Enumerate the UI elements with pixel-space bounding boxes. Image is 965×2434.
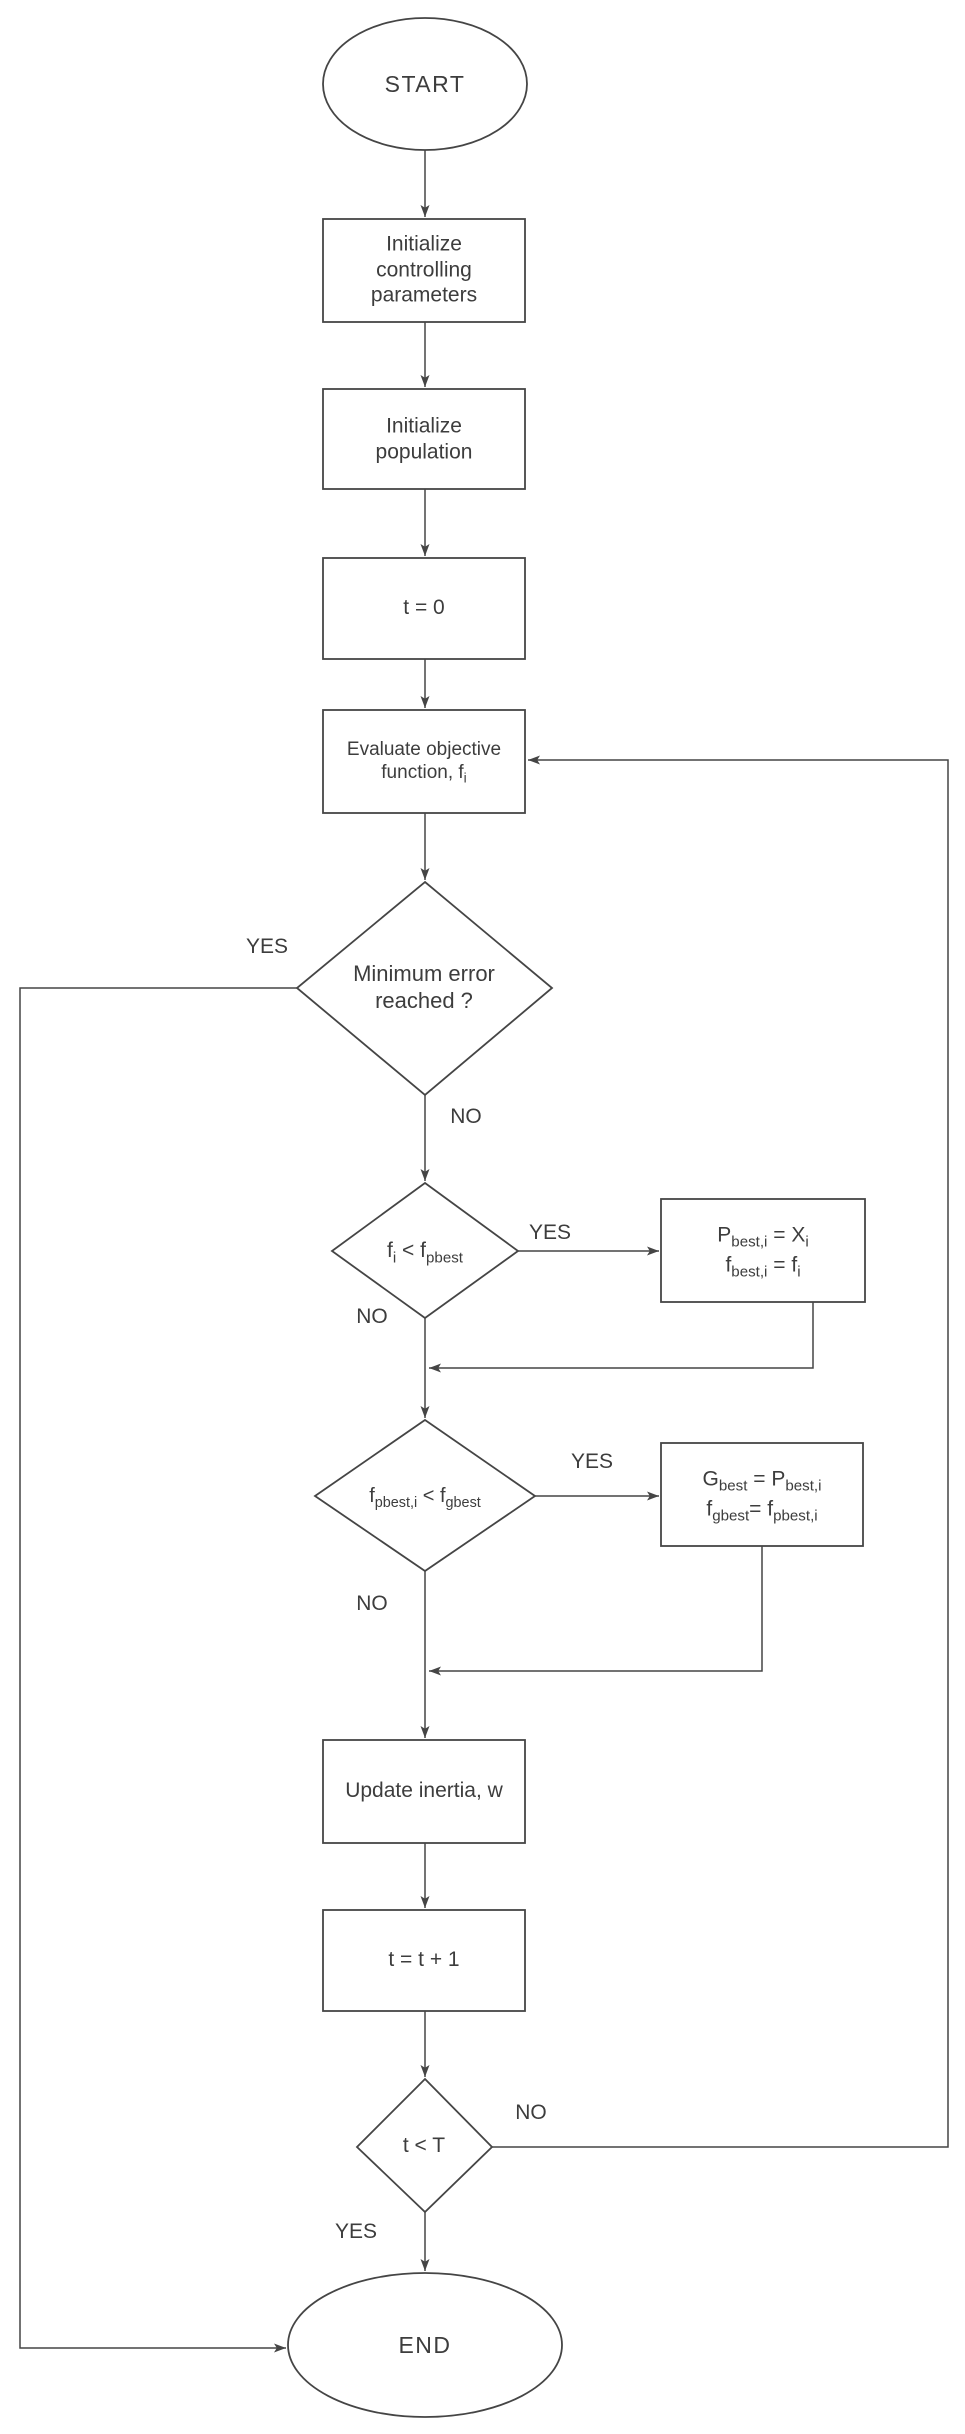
label-iteration-yes: YES [334,2220,378,2244]
pbest-check-label: fi < fpbest [387,1239,463,1267]
gbest-update-label: Gbest = Pbest,i fgbest= fpbest,i [702,1466,822,1525]
iteration-check-label: t < T [402,2134,446,2158]
init-params-label: Initialize controlling parameters [370,232,478,307]
label-gbest-yes: YES [570,1450,614,1474]
label-pbest-yes: YES [528,1221,572,1245]
gbest-check-label: fpbest,i < fgbest [369,1484,481,1511]
gbest-update-process [660,1442,864,1547]
pbest-decision [330,1181,520,1320]
end-label: END [398,2331,452,2358]
evaluate-label: Evaluate objective function, fi [346,738,502,786]
start-label: START [384,70,466,97]
label-gbest-no: NO [356,1592,388,1616]
label-pbest-no: NO [356,1305,388,1329]
start-terminator [322,17,528,151]
init-params-process [322,218,526,323]
edge-pbest-update-return [429,1302,814,1373]
increment-t-process [322,1909,526,2012]
label-min-error-no: NO [450,1105,482,1129]
edge-gbest-update-return [429,1546,763,1676]
min-error-label: Minimum error reached ? [353,961,495,1013]
init-population-label: Initialize population [375,414,473,463]
pbest-update-label: Pbest,i = Xi fbest,i = fi [717,1222,809,1281]
edge-min-error-yes-loop [19,987,297,2353]
end-terminator [287,2272,563,2418]
label-min-error-yes: YES [245,935,289,959]
gbest-decision [313,1418,537,1573]
gbest-update-line1: Gbest = Pbest,i [702,1467,822,1495]
init-population-process [322,388,526,490]
iteration-decision [355,2077,494,2214]
label-iteration-no: NO [515,2101,547,2125]
pbest-update-process [660,1198,866,1303]
gbest-update-line2: fgbest= fpbest,i [706,1497,818,1525]
pbest-update-line2: fbest,i = fi [725,1253,801,1281]
edge-iteration-no-loop [492,755,949,2148]
t-zero-label: t = 0 [403,596,445,620]
evaluate-process [322,709,526,814]
min-error-decision [295,880,554,1097]
update-inertia-label: Update inertia, w [345,1779,503,1803]
increment-t-label: t = t + 1 [388,1948,460,1972]
pbest-update-line1: Pbest,i = Xi [717,1223,809,1251]
t-zero-process [322,557,526,660]
update-inertia-process [322,1739,526,1844]
